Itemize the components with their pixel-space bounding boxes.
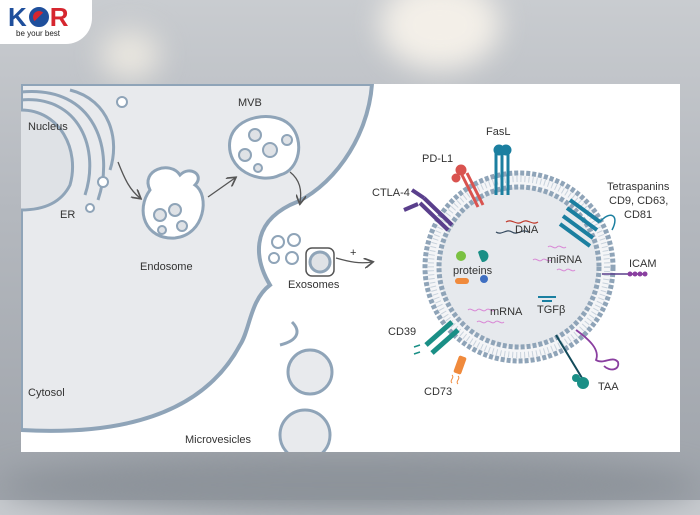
background-light — [380, 0, 500, 70]
ctla4-protein — [403, 188, 454, 232]
fasl-protein — [493, 144, 512, 195]
tetraspanin-protein — [558, 198, 616, 248]
label-dna: DNA — [515, 224, 539, 236]
label-nucleus: Nucleus — [28, 121, 68, 133]
microvesicle — [286, 348, 334, 396]
label-icam: ICAM — [629, 258, 657, 270]
label-ctla4: CTLA-4 — [372, 187, 410, 199]
er-vesicle — [85, 203, 95, 213]
budding-membrane — [279, 320, 299, 347]
er-vesicle — [97, 176, 109, 188]
logo-tagline: be your best — [16, 29, 61, 38]
background-light — [100, 30, 160, 80]
label-mvb: MVB — [238, 97, 262, 109]
label-mrna: mRNA — [490, 306, 523, 318]
background-floor — [0, 455, 700, 515]
budding-exosomes — [268, 233, 301, 265]
label-cd39: CD39 — [388, 326, 416, 338]
pdl1-protein — [451, 164, 485, 208]
cd39-protein — [413, 320, 460, 355]
logo-letter-r: R — [49, 2, 70, 32]
label-exosomes: Exosomes — [288, 279, 340, 291]
logo-o-emblem-icon — [28, 7, 49, 27]
label-plus: + — [350, 247, 356, 259]
label-pdl1: PD-L1 — [422, 153, 453, 165]
label-taa: TAA — [598, 381, 619, 393]
exosome-diagram: Nucleus ER Endosome MVB Exosomes + Cytos… — [19, 82, 670, 462]
label-proteins: proteins — [453, 265, 493, 277]
process-arrows — [117, 161, 372, 263]
label-mirna: miRNA — [547, 254, 582, 266]
nucleus — [20, 108, 75, 212]
icam-protein — [602, 271, 648, 277]
protein-icons — [455, 250, 489, 284]
label-cd9-cd63: CD9, CD63, — [609, 195, 668, 207]
label-endosome: Endosome — [140, 261, 193, 273]
microvesicle — [278, 408, 332, 462]
cd73-protein — [450, 355, 467, 385]
tgfb-icon — [538, 296, 556, 302]
rna-icons — [467, 245, 576, 324]
exosome-icon — [305, 247, 335, 277]
er-vesicle — [116, 96, 128, 108]
label-tetraspanins: Tetraspanins — [607, 181, 670, 193]
label-cd73: CD73 — [424, 386, 452, 398]
label-cd81: CD81 — [624, 209, 652, 221]
endosome — [141, 166, 205, 240]
label-microvesicles: Microvesicles — [185, 434, 252, 446]
dna-icon — [495, 220, 539, 234]
exosome-detail — [422, 170, 616, 364]
label-tgfb: TGFβ — [537, 304, 565, 316]
label-cytosol: Cytosol — [28, 387, 65, 399]
mvb — [228, 115, 301, 180]
label-fasl: FasL — [486, 126, 510, 138]
label-er: ER — [60, 209, 75, 221]
logo-letter-k: K — [8, 2, 28, 32]
taa-protein — [555, 329, 620, 389]
diagram-panel: Nucleus ER Endosome MVB Exosomes + Cytos… — [19, 82, 680, 462]
